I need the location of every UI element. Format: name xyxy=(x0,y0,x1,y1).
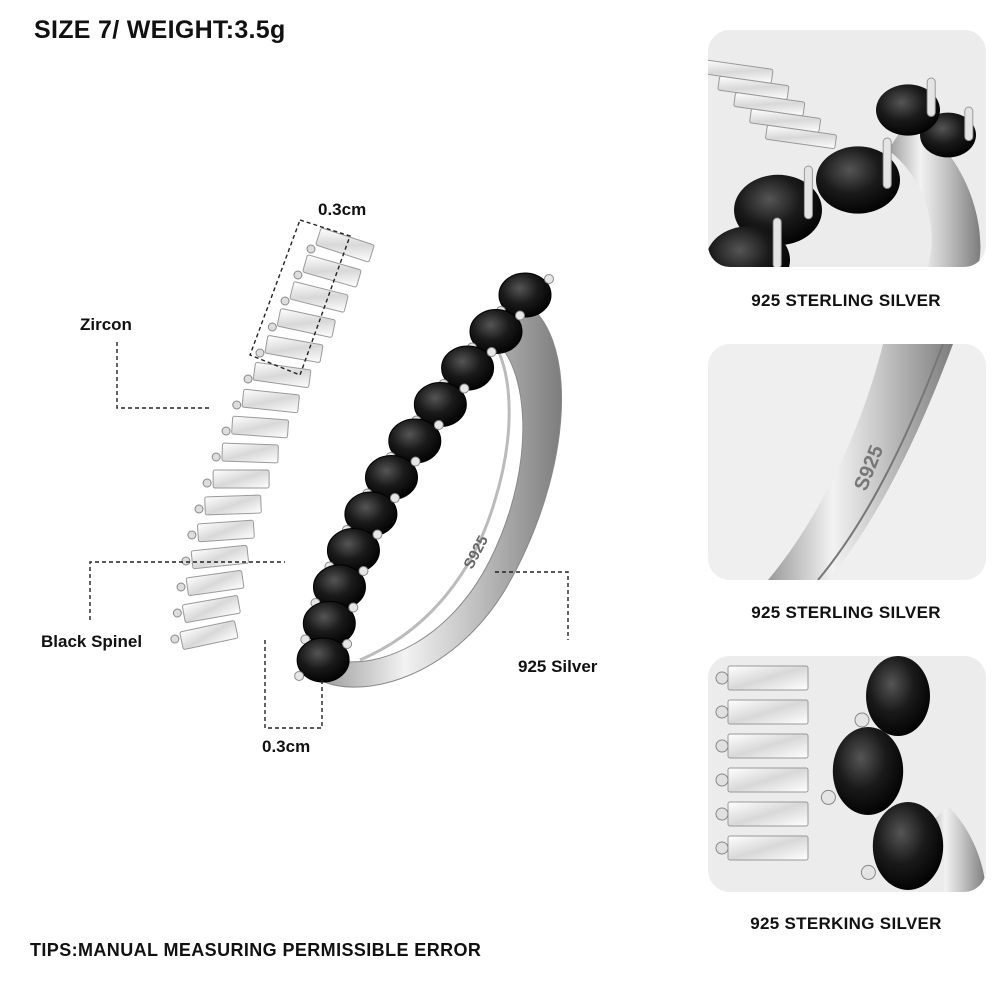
ring-illustration: S925 xyxy=(89,219,569,729)
prong xyxy=(820,789,836,805)
spinel-stone xyxy=(872,802,944,890)
panel-caption-1: 925 STERLING SILVER xyxy=(751,291,941,310)
detail-panel-stamp: S925 xyxy=(708,344,986,580)
zircon-stone xyxy=(212,469,270,489)
prong xyxy=(348,602,359,613)
prong xyxy=(715,705,729,719)
prong xyxy=(715,841,729,855)
prong xyxy=(715,773,729,787)
zircon-stone xyxy=(727,767,809,793)
zircon-stone xyxy=(196,519,255,543)
zircon-stone xyxy=(231,415,289,439)
black-spinel-row xyxy=(294,272,554,683)
spinel-stone xyxy=(296,637,350,683)
zircon-stone xyxy=(276,308,336,338)
prong xyxy=(294,671,305,681)
spinel-stone xyxy=(832,727,904,815)
zircon-stone xyxy=(302,254,362,288)
prong xyxy=(255,348,265,358)
top-width-label: 0.3cm xyxy=(318,200,367,219)
prong xyxy=(926,77,936,117)
prong xyxy=(715,739,729,753)
spinel-stone xyxy=(816,146,900,214)
prong xyxy=(221,426,231,436)
prong xyxy=(772,217,782,267)
zircon-stone xyxy=(727,801,809,827)
prong xyxy=(514,310,525,321)
panel-caption-3: 925 STERKING SILVER xyxy=(750,914,942,933)
prong xyxy=(433,420,444,430)
silver-label: 925 Silver xyxy=(518,657,598,676)
prong xyxy=(964,106,974,142)
prong xyxy=(232,400,242,410)
page-title: SIZE 7/ WEIGHT:3.5g xyxy=(34,16,286,44)
zircon-stone xyxy=(252,361,312,389)
zircon-stone xyxy=(221,442,279,464)
panel-caption-2: 925 STERLING SILVER xyxy=(751,603,941,622)
zircon-stone xyxy=(727,835,809,861)
zircon-stone xyxy=(765,124,837,150)
prong xyxy=(358,566,369,576)
zircon-label: Zircon xyxy=(80,315,132,334)
prong xyxy=(372,529,383,540)
zircon-stone xyxy=(727,699,809,725)
dimension-lines xyxy=(89,219,569,729)
ring-band xyxy=(319,299,563,688)
bottom-width-label: 0.3cm xyxy=(262,737,311,756)
prong xyxy=(882,137,892,189)
footer-tips: TIPS:MANUAL MEASURING PERMISSIBLE ERROR xyxy=(30,940,482,960)
zircon-stone xyxy=(179,620,239,650)
zircon-stone xyxy=(315,227,375,263)
prong xyxy=(854,712,870,728)
prong xyxy=(172,608,182,618)
spinel-stone xyxy=(876,84,940,136)
spinel-stone xyxy=(866,656,930,736)
zircon-stone xyxy=(727,733,809,759)
zircon-stone xyxy=(727,665,809,691)
zircon-row xyxy=(170,227,375,650)
prong xyxy=(194,504,204,514)
prong xyxy=(211,452,221,462)
prong xyxy=(410,456,421,467)
spinel-stone xyxy=(708,226,790,267)
zircon-stone xyxy=(241,388,300,414)
prong xyxy=(293,270,303,280)
stamp-closeup-image: S925 xyxy=(708,344,986,580)
prong xyxy=(459,383,470,394)
prong xyxy=(715,807,729,821)
stones-closeup-image xyxy=(708,30,986,267)
prong xyxy=(280,296,290,306)
prong xyxy=(544,274,554,284)
zircon-stone xyxy=(289,281,349,313)
prong xyxy=(860,864,876,880)
zircon-stone xyxy=(182,595,241,623)
prong xyxy=(170,634,180,644)
spinel-stone xyxy=(469,309,523,354)
prong xyxy=(267,322,277,332)
prong xyxy=(306,244,316,254)
spinel-stone xyxy=(498,272,552,318)
zircon-stone xyxy=(190,544,249,570)
zircon-stone xyxy=(185,569,245,597)
prong xyxy=(389,493,400,503)
prong xyxy=(486,347,497,357)
prong xyxy=(187,530,197,540)
prong xyxy=(202,478,212,488)
detail-panel-stones xyxy=(708,30,986,267)
prong xyxy=(181,556,191,566)
zircon-stone xyxy=(264,335,324,363)
prong xyxy=(803,165,813,220)
side-closeup-image xyxy=(708,656,986,892)
prong xyxy=(715,671,729,685)
prong xyxy=(176,582,186,592)
black-spinel-label: Black Spinel xyxy=(41,632,143,651)
prong xyxy=(243,374,253,384)
zircon-stone xyxy=(204,494,262,516)
prong xyxy=(342,639,353,649)
detail-panel-side xyxy=(708,656,986,892)
